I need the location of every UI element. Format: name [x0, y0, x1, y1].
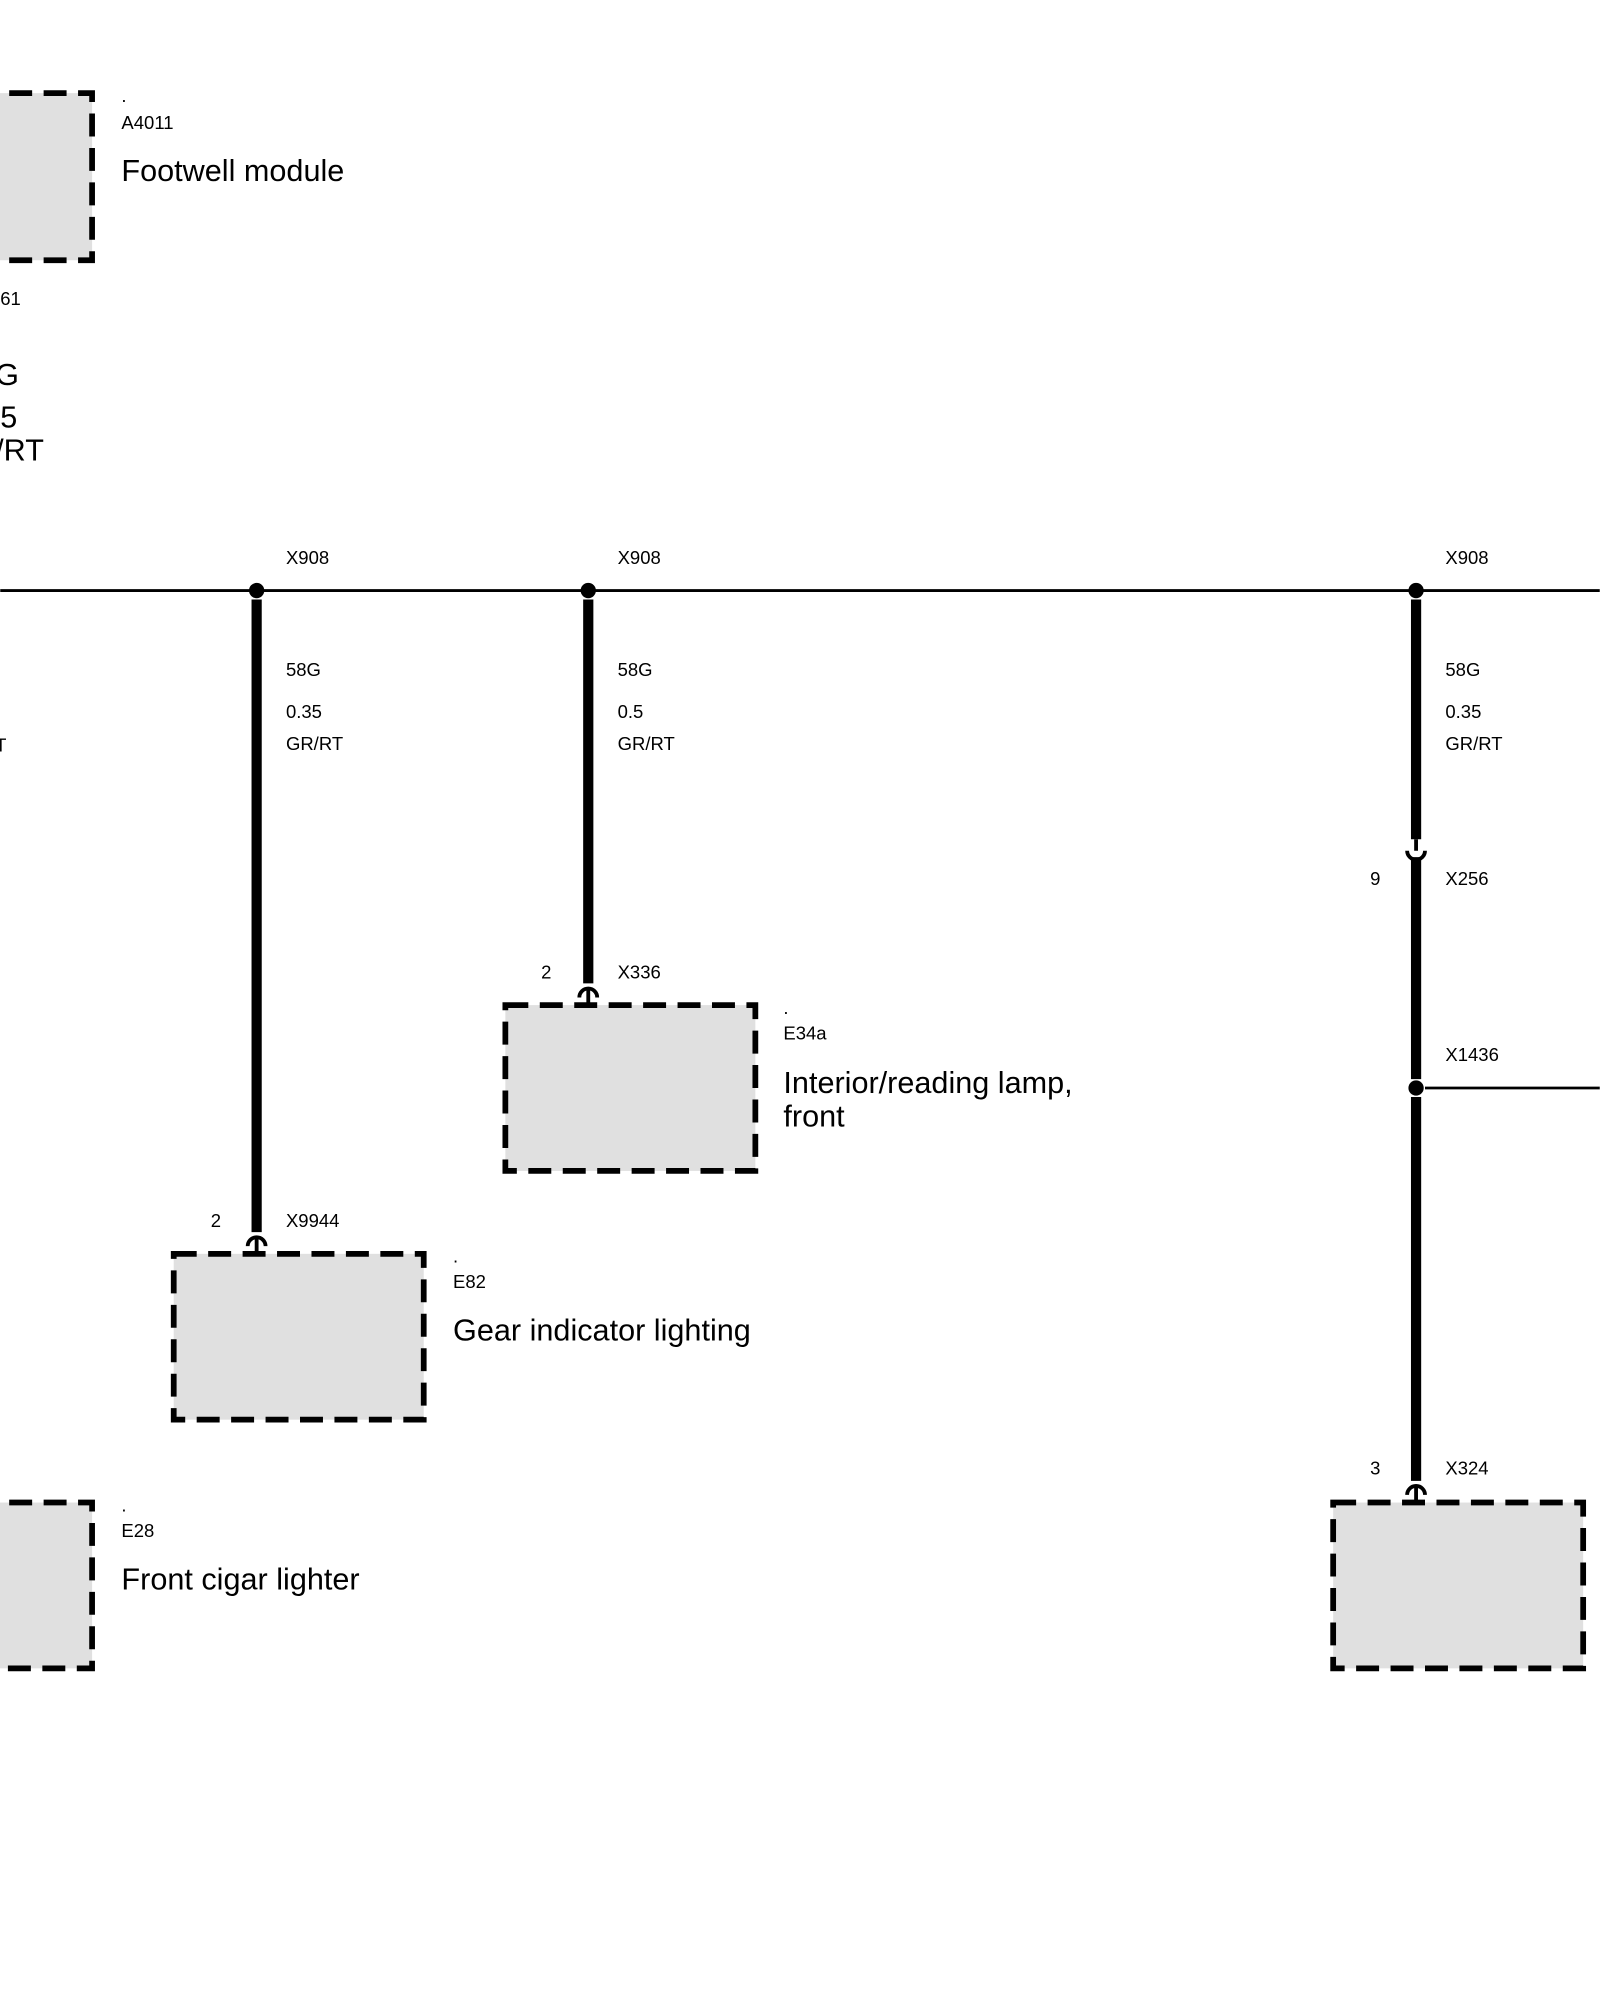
- component-dot: .: [121, 85, 126, 106]
- connector-label-fragment: 61: [0, 288, 21, 309]
- component-id-e34a: E34a: [783, 1023, 827, 1044]
- splice-point[interactable]: [1408, 1080, 1424, 1096]
- reading-lamp-box[interactable]: [502, 1002, 759, 1174]
- wire-code: 58G: [618, 659, 653, 680]
- component-id-a4011: A4011: [121, 112, 173, 133]
- splice-label: X908: [286, 547, 329, 568]
- wire-color: GR/RT: [1445, 733, 1502, 754]
- pin-number: 2: [211, 1210, 221, 1231]
- component-name-reading-lamp-2: front: [783, 1099, 845, 1133]
- component-name-reading-lamp: Interior/reading lamp,: [783, 1066, 1072, 1100]
- splice-label: X908: [618, 547, 661, 568]
- splice-point[interactable]: [1408, 582, 1424, 599]
- wire-code: 58G: [1445, 659, 1480, 680]
- pin-number: 3: [1370, 1457, 1380, 1478]
- wire-color: GR/RT: [286, 733, 343, 754]
- wire-color-fragment: /RT: [0, 433, 44, 467]
- connector-label: X324: [1445, 1457, 1488, 1478]
- wire-color: GR/RT: [618, 733, 675, 754]
- wire-size: 0.35: [286, 701, 322, 722]
- wire-size-fragment: 5: [0, 400, 17, 434]
- component-dot: .: [783, 997, 788, 1018]
- component-name-footwell-module: Footwell module: [121, 154, 344, 188]
- footwell-module-box[interactable]: [0, 90, 95, 264]
- component-name-gear-indicator: Gear indicator lighting: [453, 1314, 751, 1348]
- wire-size: 0.5: [618, 701, 644, 722]
- wire-code: 58G: [286, 659, 321, 680]
- wire-size: 0.35: [1445, 701, 1481, 722]
- wire-color-fragment-2: T: [0, 734, 6, 755]
- component-dot: .: [121, 1494, 126, 1515]
- gear-indicator-box[interactable]: [170, 1250, 427, 1423]
- connector-label: X256: [1445, 868, 1488, 889]
- component-dot: .: [453, 1246, 458, 1267]
- pin-number: 9: [1370, 868, 1380, 889]
- cigar-lighter-box[interactable]: [0, 1499, 95, 1672]
- splice-label: X1436: [1445, 1044, 1498, 1065]
- pin-number: 2: [541, 961, 551, 982]
- component-name-cigar-lighter: Front cigar lighter: [121, 1562, 359, 1596]
- splice-label: X908: [1445, 547, 1488, 568]
- connector-label: X9944: [286, 1210, 339, 1231]
- component-id-e82: E82: [453, 1271, 486, 1292]
- component-id-e28: E28: [121, 1520, 154, 1541]
- wire-code-fragment: G: [0, 358, 19, 392]
- connector-label: X336: [618, 961, 661, 982]
- splice-point[interactable]: [248, 582, 265, 599]
- component-box-x324[interactable]: [1330, 1499, 1587, 1672]
- splice-point[interactable]: [580, 582, 596, 599]
